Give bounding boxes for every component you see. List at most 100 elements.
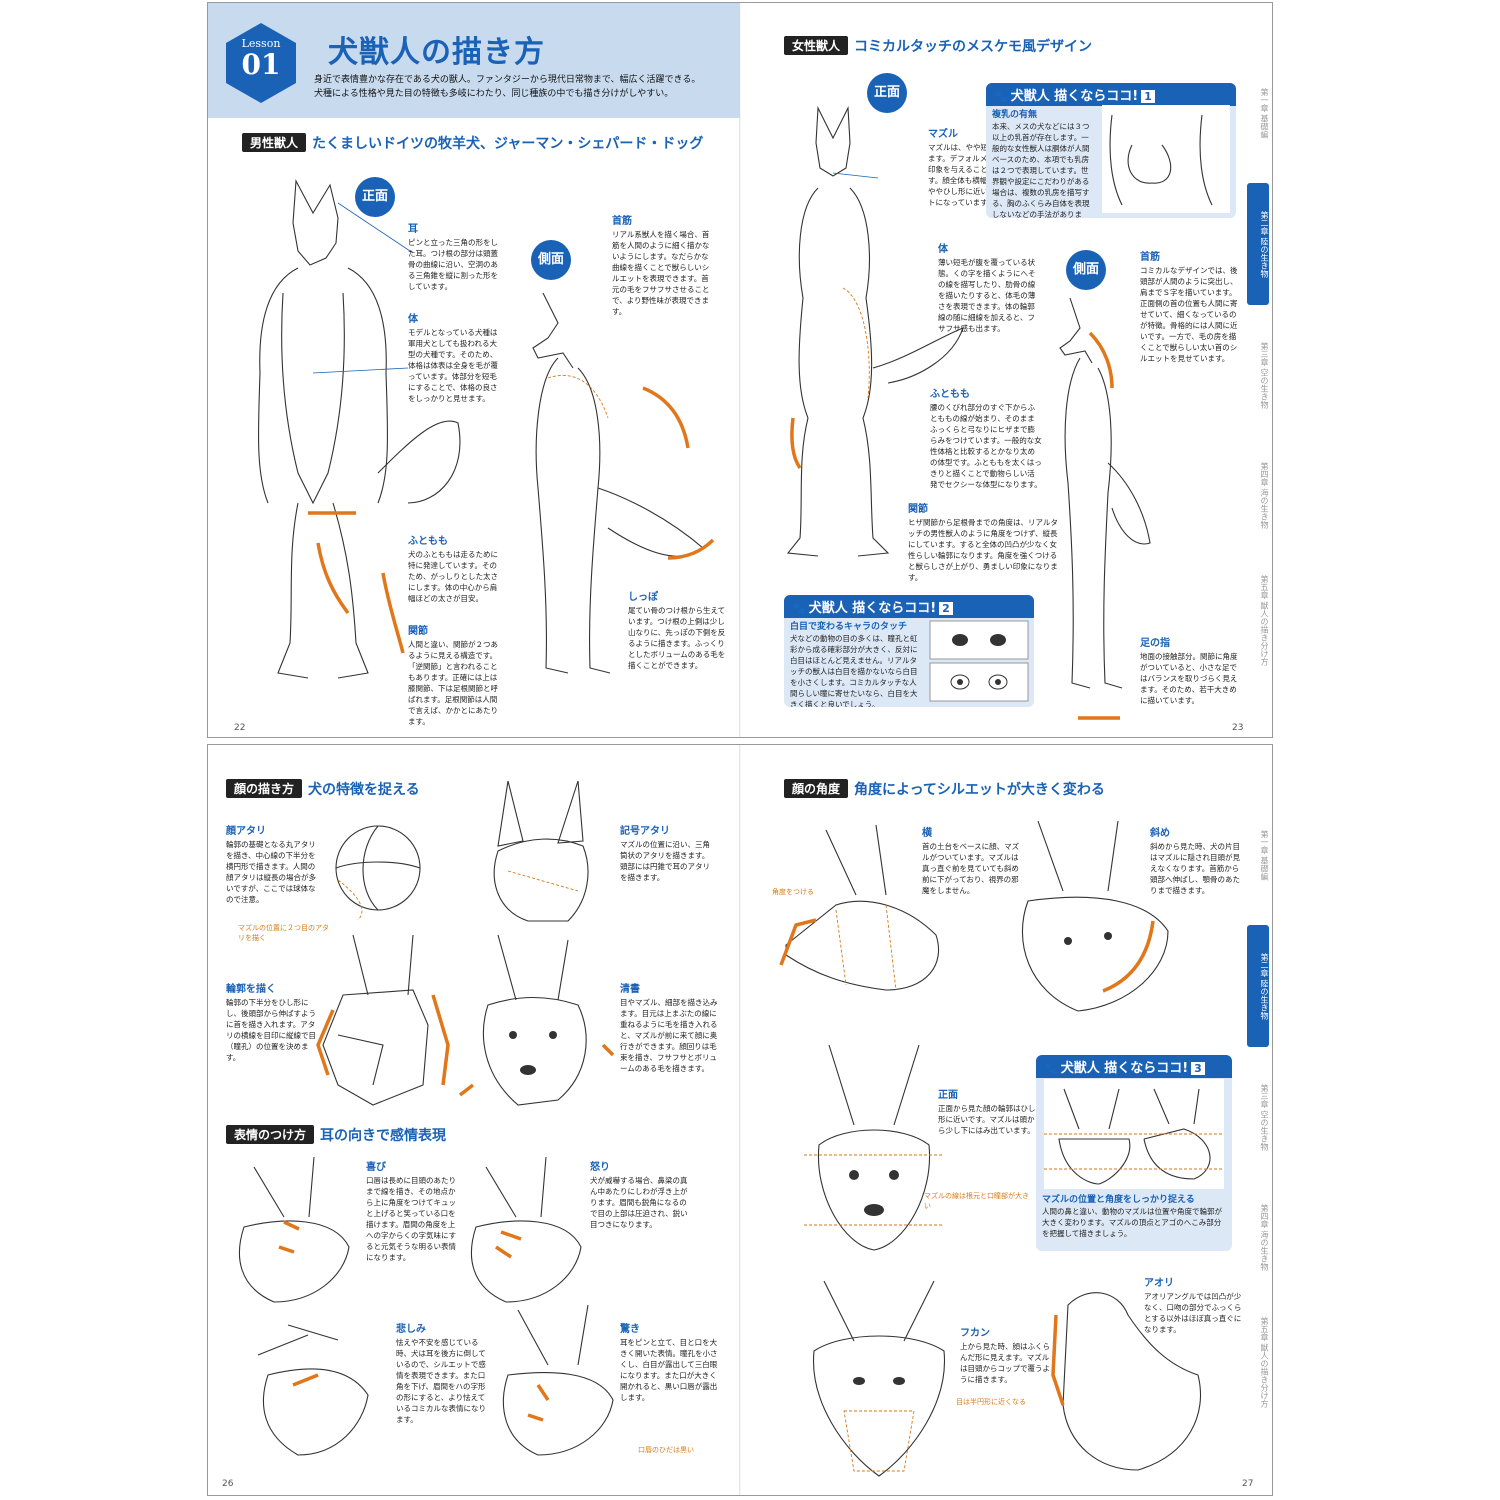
- joy-title: 喜び: [366, 1162, 386, 1173]
- lip-note: 口唇のひだは黒い: [638, 1446, 694, 1454]
- male-neck-text: リアル系獣人を描く場合、首筋を人間のように細く描かないようにします。なだらかな曲…: [612, 230, 710, 316]
- high-angle-note: 目は半円形に近くなる: [956, 1398, 1026, 1406]
- female-neck-text: コミカルなデザインでは、後頭部が人間のように突出し、肩までＳ字を描いています。正…: [1140, 266, 1238, 363]
- male-tail-title: しっぽ: [628, 592, 658, 603]
- face-outline-annotation: 輪郭を描く輪郭の下半分をひし形にし、後頭部から伸ばすように首を描き入れます。アタ…: [226, 983, 322, 1063]
- side-angle-annotation: 横首の土台をベースに顔、マズルがついています。マズルは真っ直ぐ前を見ていても斜め…: [922, 827, 1022, 896]
- high-angle-title: フカン: [960, 1328, 990, 1339]
- chapter-tabs-top: 第一章 基礎編 第二章 陸の生き物 第三章 空の生き物 第四章 海の生き物 第五…: [1244, 63, 1272, 703]
- male-title: たくましいドイツの牧羊犬、ジャーマン・シェパード・ドッグ: [312, 136, 704, 152]
- chapter-tab-1[interactable]: 第一章 基礎編: [1260, 87, 1269, 139]
- top-spread: Lesson 01 犬獣人の描き方 身近で表情豊かな存在である犬の獣人。ファンタ…: [207, 2, 1273, 738]
- page-gutter: [739, 745, 741, 1495]
- callout-1-body: 複乳の有無本来、メスの犬などには３つ以上の乳首が存在します。一般的な女性獣人は胴…: [986, 106, 1100, 218]
- surprise-face-sketch: [502, 1304, 614, 1456]
- male-tag: 男性獣人: [242, 133, 307, 152]
- surprise-title: 驚き: [620, 1324, 640, 1335]
- lesson-title: 犬獣人の描き方: [328, 35, 545, 70]
- callout-3-header: 🐾犬獣人 描くならココ!3: [1036, 1055, 1232, 1078]
- male-section-heading: 男性獣人たくましいドイツの牧羊犬、ジャーマン・シェパード・ドッグ: [242, 133, 703, 153]
- expression-title: 耳の向きで感情表現: [320, 1128, 447, 1144]
- male-joint-title: 関節: [408, 626, 428, 637]
- chapter-tab-2[interactable]: 第二章 陸の生き物: [1247, 925, 1269, 1047]
- female-body-text: 薄い短毛が腹を覆っている状態。くの字を描くようにへその線を描写したり、肋骨の線を…: [938, 258, 1036, 333]
- female-toe-annotation: 足の指地面の接触部分。関節に角度がついていると、小さな足ではバランスを取りづらく…: [1140, 637, 1238, 706]
- female-body-title: 体: [938, 244, 948, 255]
- face-tag: 顔の描き方: [226, 779, 303, 798]
- page-number-left: 22: [234, 723, 246, 733]
- chapter-tab-4[interactable]: 第四章 海の生き物: [1260, 461, 1269, 529]
- low-angle-title: アオリ: [1144, 1278, 1174, 1289]
- female-title: コミカルタッチのメスケモ風デザイン: [854, 39, 1093, 55]
- male-joint-text: 人間と違い、関節が２つあるように見える構造です。「逆関節」と言われることもありま…: [408, 640, 498, 726]
- anger-face-sketch: [470, 1156, 582, 1303]
- face-atari-note: マズルの位置に２つ目のアタリを描く: [238, 924, 329, 942]
- female-joint-annotation: 関節ヒザ関節から足根骨までの角度は、リアルタッチの男性獣人のように角度をつけず、…: [908, 503, 1062, 583]
- callout-3-body: マズルの位置と角度をしっかり捉える人間の鼻と違い、動物のマズルは位置や角度で輪郭…: [1036, 1191, 1232, 1243]
- callout-1-header: 🐾犬獣人 描くならココ!1: [986, 83, 1236, 106]
- face-outline-text: 輪郭の下半分をひし形にし、後頭部から伸ばすように首を描き入れます。アタリの横線を…: [226, 998, 316, 1062]
- front-angle-title: 正面: [938, 1090, 958, 1101]
- female-tag: 女性獣人: [784, 36, 849, 55]
- male-thigh-title: ふともも: [408, 536, 448, 547]
- female-muzzle-annotation: マズルマズルは、やや短めに描きます。デフォルメが効いた印象を与えることができます…: [928, 128, 1022, 208]
- surprise-annotation: 驚き耳をピンと立て、目と口を大きく開いた表情。瞳孔を小さくし、白目が露出して三白…: [620, 1323, 720, 1403]
- lesson-header: [208, 3, 740, 118]
- female-side-label: 側面: [1066, 250, 1106, 290]
- callout-2-num: 2: [939, 602, 953, 615]
- chapter-tab-1[interactable]: 第一章 基礎編: [1260, 829, 1269, 881]
- chapter-tab-5[interactable]: 第五章 獣人の描き分け方: [1260, 1316, 1269, 1408]
- male-side-figure: [532, 292, 715, 674]
- face-outline-sketch: [316, 934, 450, 1106]
- face-sign-sketch: [493, 780, 589, 922]
- female-thigh-title: ふともも: [930, 389, 970, 400]
- face-atari-text: 輪郭の基礎となる丸アタリを描き、中心線の下半分を横円形で描きます。人間の顔アタリ…: [226, 840, 316, 904]
- chapter-tab-3[interactable]: 第三章 空の生き物: [1260, 1083, 1269, 1151]
- joy-face-sketch: [238, 1156, 350, 1303]
- chapter-tab-4[interactable]: 第四章 海の生き物: [1260, 1203, 1269, 1271]
- face-atari-sketch: [335, 825, 421, 921]
- chapter-tab-5[interactable]: 第五章 獣人の描き分け方: [1260, 574, 1269, 666]
- male-thigh-annotation: ふともも犬のふとももは走るために特に発達しています。そのため、がっしりとした太さ…: [408, 535, 504, 604]
- female-neck-title: 首筋: [1140, 252, 1160, 263]
- female-section-heading: 女性獣人コミカルタッチのメスケモ風デザイン: [784, 36, 1092, 56]
- face-section-heading: 顔の描き方犬の特徴を捉える: [226, 779, 420, 799]
- callout-3-num: 3: [1191, 1062, 1205, 1075]
- face-atari-title: 顔アタリ: [226, 826, 266, 837]
- angle-tag: 顔の角度: [784, 779, 849, 798]
- callout-1-illustration: [1102, 105, 1230, 213]
- face-sign-text: マズルの位置に沿い、三角筒状のアタリを描きます。頭部には円錐で耳のアタリを描きま…: [620, 840, 710, 882]
- chapter-tabs-bottom: 第一章 基礎編 第二章 陸の生き物 第三章 空の生き物 第四章 海の生き物 第五…: [1244, 805, 1272, 1465]
- oblique-face-sketch: [1021, 820, 1169, 1012]
- face-outline-title: 輪郭を描く: [226, 984, 276, 995]
- male-neck-title: 首筋: [612, 216, 632, 227]
- male-body-title: 体: [408, 314, 418, 325]
- chapter-tab-2[interactable]: 第二章 陸の生き物: [1247, 183, 1269, 305]
- expression-tag: 表情のつけ方: [226, 1125, 315, 1144]
- male-body-text: モデルとなっている犬種は軍用犬としても扱われる大型の犬種です。そのため、体格は体…: [408, 328, 498, 403]
- face-sign-title: 記号アタリ: [620, 826, 670, 837]
- paw-icon: 🐾: [994, 90, 1008, 103]
- lesson-intro: 身近で表情豊かな存在である犬の獣人。ファンタジーから現代日常物まで、幅広く活躍で…: [314, 73, 734, 101]
- callout-2-eyes: [929, 620, 1029, 702]
- male-side-label: 側面: [531, 240, 571, 280]
- chapter-tab-3[interactable]: 第三章 空の生き物: [1260, 341, 1269, 409]
- sad-face-sketch: [257, 1324, 369, 1456]
- high-angle-annotation: フカン上から見た時、顔はふくらんだ形に見えます。マズルは目頭からコップで覆うよう…: [960, 1327, 1056, 1385]
- face-clean-annotation: 清書目やマズル、細部を描き込みます。目元は上まぶたの線に重ねるように毛を描き入れ…: [620, 983, 720, 1074]
- callout-1: 🐾犬獣人 描くならココ!1 複乳の有無本来、メスの犬などには３つ以上の乳首が存在…: [986, 83, 1236, 218]
- face-clean-text: 目やマズル、細部を描き込みます。目元は上まぶたの線に重ねるように毛を描き入れると…: [620, 998, 718, 1073]
- oblique-text: 斜めから見た時、犬の片目はマズルに隠され目頭が見えなくなります。首筋から頭部へ伸…: [1150, 842, 1240, 895]
- surprise-text: 耳をピンと立て、目と口を大きく開いた表情。瞳孔を小さくし、白目が露出して三白眼に…: [620, 1338, 718, 1402]
- female-muzzle-title: マズル: [928, 129, 958, 140]
- angle-note: 角度をつける: [772, 888, 814, 896]
- lesson-intro-line-2: 犬種による性格や見た目の特徴も多岐にわたり、同じ種族の中でも描き分けがしやすい。: [314, 89, 674, 99]
- male-ear-title: 耳: [408, 224, 418, 235]
- page-number-left: 26: [222, 1479, 234, 1489]
- female-front-label: 正面: [867, 73, 907, 113]
- page-gutter: [739, 3, 741, 737]
- female-muzzle-text: マズルは、やや短めに描きます。デフォルメが効いた印象を与えることができます。顔全…: [928, 143, 1018, 207]
- callout-2: 🐾犬獣人 描くならココ!2 白目で変わるキャラのタッチ犬などの動物の目の多くは、…: [784, 595, 1034, 707]
- face-clean-sketch: [458, 934, 615, 1106]
- joy-text: 口唇は長めに目頭のあたりまで線を描き、その地点から上に角度をつけてキュッと上げる…: [366, 1176, 457, 1262]
